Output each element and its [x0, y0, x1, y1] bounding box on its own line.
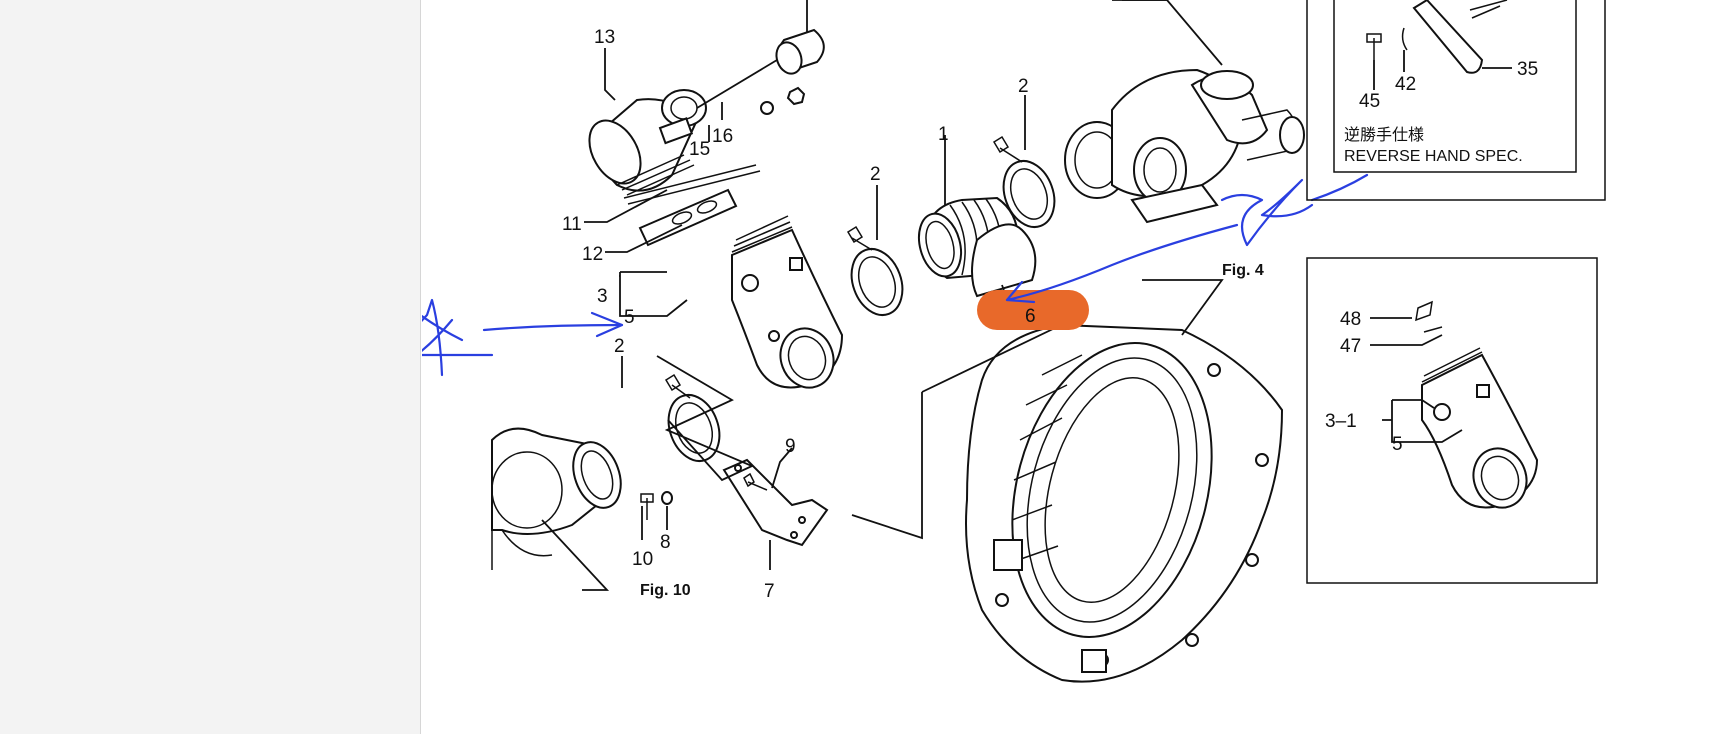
- cover-part-6: [971, 223, 1037, 298]
- part-label-8: 8: [660, 532, 671, 553]
- clamp-part-2-top: [992, 135, 1056, 228]
- turbocharger-assembly: [1064, 0, 1305, 224]
- inset-label-35: 35: [1517, 59, 1538, 80]
- diagram-canvas: 13 16 15 11 12 2 1 2 3 5 6 2 9 10 8 7 Fi…: [422, 0, 1734, 734]
- flywheel-housing: [965, 323, 1284, 683]
- inset-label-42: 42: [1395, 74, 1416, 95]
- bolt-part-10: [640, 493, 654, 520]
- part-label-7: 7: [764, 581, 775, 602]
- inset-variant: [1306, 257, 1598, 584]
- part-label-10: 10: [632, 549, 653, 570]
- annotation-arrow-left: [422, 298, 624, 377]
- elbow-part-13: [588, 0, 825, 196]
- part-label-1: 1: [938, 124, 949, 145]
- clamp-part-2-mid: [846, 225, 904, 316]
- inset-label-48: 48: [1340, 309, 1361, 330]
- turbo-housing-fig10: [491, 427, 622, 570]
- inset-reverse-hand: [1306, 0, 1606, 201]
- fig-ref-4: Fig. 4: [1222, 262, 1264, 279]
- highlight-marker: [977, 290, 1089, 330]
- annotation-arrow-right: [1005, 173, 1369, 304]
- bracket-part-12: [638, 188, 738, 247]
- bolt-part-9: [743, 472, 768, 491]
- inset-label-5: 5: [1392, 434, 1403, 455]
- elbow-part-3: [731, 215, 844, 389]
- part-label-13: 13: [594, 27, 615, 48]
- part-label-2-low: 2: [614, 336, 625, 357]
- inset-label-45: 45: [1359, 91, 1380, 112]
- part-label-2-mid: 2: [870, 164, 881, 185]
- inset-label-47: 47: [1340, 336, 1361, 357]
- sidebar-panel: [0, 0, 421, 734]
- inset-caption-en: REVERSE HAND SPEC.: [1344, 148, 1523, 165]
- inset-caption-jp: 逆勝手仕様: [1344, 126, 1424, 144]
- part-label-5: 5: [624, 307, 635, 328]
- part-label-9: 9: [785, 436, 796, 457]
- bracket-part-7: [722, 458, 829, 547]
- fig-ref-10: Fig. 10: [640, 582, 691, 599]
- parts-diagram: 13 16 15 11 12 2 1 2 3 5 6 2 9 10 8 7 Fi…: [422, 0, 1606, 683]
- part-label-6: 6: [1025, 306, 1036, 327]
- part-label-15: 15: [689, 139, 710, 160]
- washer-part-8: [661, 491, 673, 505]
- part-label-2-top: 2: [1018, 76, 1029, 97]
- part-label-11: 11: [562, 214, 582, 235]
- part-label-16: 16: [712, 126, 733, 147]
- inset-label-3-1: 3–1: [1325, 411, 1357, 432]
- part-label-3: 3: [597, 286, 608, 307]
- part-label-12: 12: [582, 244, 603, 265]
